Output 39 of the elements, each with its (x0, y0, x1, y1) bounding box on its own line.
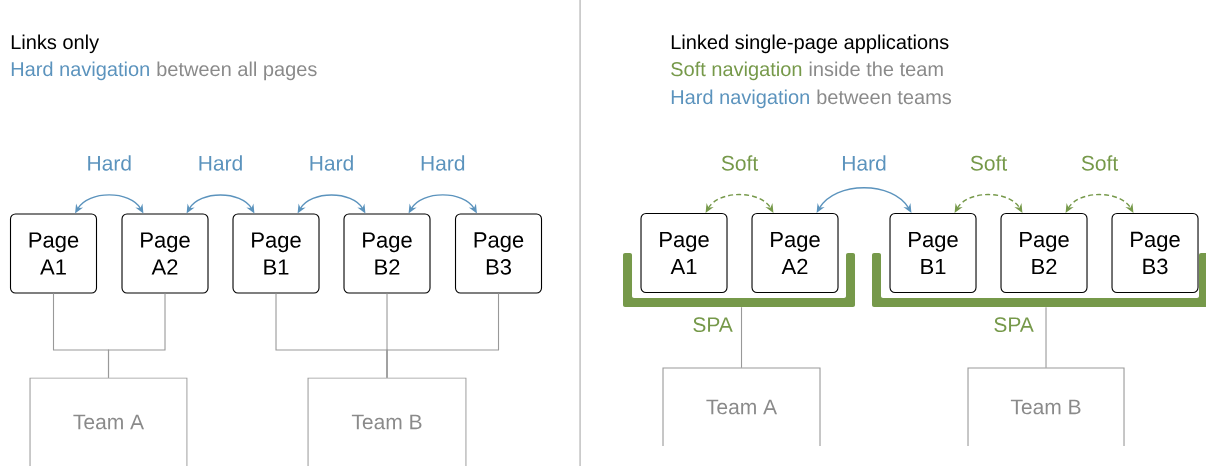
arrow (1065, 193, 1134, 213)
page-box: Page A2 (121, 213, 209, 294)
heading: Links only (11, 34, 100, 54)
page-box: Page B2 (1000, 212, 1088, 294)
node-label: SPA (693, 317, 733, 333)
connector-line (1045, 306, 1047, 369)
page-box: Page A2 (751, 212, 839, 294)
heading: Linked single-page applications (671, 34, 949, 54)
edge-label: Soft (970, 155, 1008, 171)
team-box: Team A (662, 367, 821, 447)
team-box: Team B (307, 377, 467, 466)
page-box: Page B3 (1111, 212, 1199, 294)
page-box: Page A1 (9, 213, 98, 294)
arrow (705, 193, 774, 213)
legend-text: Hard navigation (671, 89, 809, 109)
arrow (954, 193, 1023, 213)
note-text: between all pages (157, 61, 317, 81)
edge-label: Hard (199, 155, 242, 171)
page-box: Page B1 (232, 213, 320, 294)
page-box: Page A1 (640, 212, 728, 294)
page-box: Page B3 (454, 213, 543, 294)
arrow (816, 187, 912, 213)
edge-label: Soft (1081, 155, 1119, 171)
node-label: SPA (994, 317, 1034, 333)
edge-label: Hard (843, 155, 886, 171)
connector-line (107, 293, 166, 379)
page-box: Page B2 (343, 213, 431, 294)
note-text: inside the team (809, 61, 943, 77)
legend-text: Hard navigation (11, 61, 149, 81)
note-text: between teams (817, 89, 952, 105)
team-box: Team B (967, 367, 1125, 447)
connector-line (386, 293, 500, 379)
edge-label: Hard (88, 155, 131, 171)
edge-label: Soft (721, 155, 759, 171)
team-box: Team A (29, 377, 188, 466)
edge-label: Hard (421, 155, 465, 171)
edge-label: Hard (310, 155, 353, 171)
legend-text: Soft navigation (671, 61, 802, 81)
page-box: Page B1 (889, 212, 977, 294)
